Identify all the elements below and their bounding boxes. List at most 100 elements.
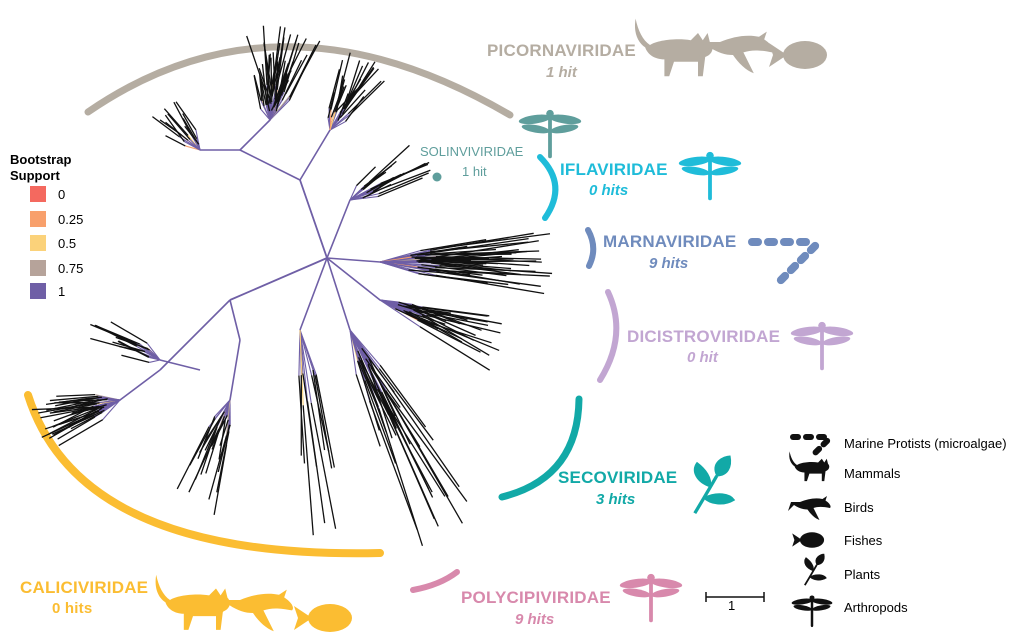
dicistroviridae-arc <box>600 292 616 380</box>
tree-branch <box>327 258 350 330</box>
tree-branch <box>120 370 160 400</box>
tree-leaf <box>152 117 179 137</box>
bird-icon <box>219 590 293 632</box>
legend-item: 0.5 <box>30 235 76 251</box>
tree-branch <box>327 258 380 300</box>
tree-branch <box>327 258 380 262</box>
tree-branch <box>149 360 160 362</box>
tree-leaf <box>316 374 334 467</box>
legend-swatch <box>30 235 46 251</box>
tree-leaf <box>166 136 186 146</box>
host-label: Arthropods <box>844 600 908 615</box>
solinviviridae-marker <box>433 173 442 182</box>
dragonfly-icon <box>518 110 582 158</box>
tree-branch <box>230 340 240 400</box>
caliciviridae-label: CALICIVIRIDAE <box>20 578 148 598</box>
legend-swatch <box>30 283 46 299</box>
iflaviridae-hits: 0 hits <box>589 182 628 199</box>
tree-leaf <box>56 395 95 397</box>
host-legend-item: Birds <box>840 494 874 520</box>
cat-icon <box>635 19 713 77</box>
host-label: Mammals <box>844 466 900 481</box>
tree-leaf <box>121 355 149 362</box>
legend-item: 1 <box>30 283 65 299</box>
protist-chain-icon <box>748 238 821 286</box>
tree-leaf-tips <box>32 26 552 546</box>
legend-swatch <box>30 260 46 276</box>
caliciviridae-hits: 0 hits <box>52 600 92 617</box>
tree-branch <box>300 130 330 180</box>
secoviridae-hits: 3 hits <box>596 491 635 508</box>
tree-leaf <box>303 405 313 535</box>
cat-icon <box>789 451 829 481</box>
host-legend-item: Fishes <box>840 527 882 553</box>
legend-label: 0.75 <box>58 261 83 276</box>
dicistroviridae-label: DICISTROVIRIDAE <box>627 327 780 347</box>
dragonfly-icon <box>790 322 854 370</box>
legend-title-line: Support <box>10 168 71 184</box>
polycipiviridae-arc <box>413 572 457 590</box>
bird-icon <box>788 496 831 520</box>
fish-icon <box>792 532 824 547</box>
legend-item: 0.25 <box>30 211 83 227</box>
cat-icon <box>156 575 230 630</box>
host-label: Plants <box>844 567 880 582</box>
picornaviridae-host-icons <box>635 19 827 77</box>
legend-swatch <box>30 186 46 202</box>
polycipiviridae-label: POLYCIPIVIRIDAE <box>461 588 611 608</box>
host-label: Fishes <box>844 533 882 548</box>
dragonfly-icon <box>619 574 683 622</box>
tree-branch <box>230 300 240 340</box>
iflaviridae-label: IFLAVIRIDAE <box>560 160 668 180</box>
host-legend-item: Mammals <box>840 460 900 486</box>
host-label: Birds <box>844 500 874 515</box>
polycipiviridae-hits: 9 hits <box>515 611 554 628</box>
plant-icon <box>805 554 827 585</box>
caliciviridae-host-icons <box>156 575 352 632</box>
tree-leaf <box>433 261 537 262</box>
marnaviridae-hits: 9 hits <box>649 255 688 272</box>
tree-branch <box>327 200 350 258</box>
host-legend-item: Plants <box>840 561 880 587</box>
tree-branch <box>230 258 327 300</box>
dragonfly-icon <box>678 152 742 200</box>
host-legend-icons <box>788 434 833 627</box>
scale-bar-label: 1 <box>728 598 735 613</box>
legend-label: 1 <box>58 284 65 299</box>
dicistroviridae-hits: 0 hit <box>687 349 718 366</box>
legend-item: 0 <box>30 186 65 202</box>
protist-chain-icon <box>790 434 831 457</box>
tree-branches <box>90 84 443 444</box>
host-legend-item: Arthropods <box>840 594 908 620</box>
picornaviridae-label: PICORNAVIRIDAE <box>487 41 636 61</box>
bootstrap-legend-title: Bootstrap Support <box>10 152 71 184</box>
marnaviridae-label: MARNAVIRIDAE <box>603 232 736 252</box>
caliciviridae-arc <box>28 395 380 553</box>
marnaviridae-arc <box>588 230 593 266</box>
tree-leaf <box>369 145 409 182</box>
tree-branch <box>160 300 230 370</box>
legend-item: 0.75 <box>30 260 83 276</box>
solinviviridae-label: SOLINVIVIRIDAE <box>420 144 523 159</box>
picornaviridae-hits: 1 hit <box>546 64 577 81</box>
legend-swatch <box>30 211 46 227</box>
legend-title-line: Bootstrap <box>10 152 71 168</box>
host-legend-item: Marine Protists (microalgae) <box>840 430 1007 456</box>
solinviviridae-hits: 1 hit <box>462 164 487 179</box>
tree-leaf <box>357 167 376 186</box>
legend-label: 0.25 <box>58 212 83 227</box>
fish-icon <box>294 604 352 632</box>
tree-leaf <box>315 375 332 468</box>
legend-label: 0.5 <box>58 236 76 251</box>
host-label: Marine Protists (microalgae) <box>844 436 1007 451</box>
tree-leaf <box>420 327 490 370</box>
plant-icon <box>694 456 734 513</box>
dragonfly-icon <box>791 595 832 627</box>
iflaviridae-arc <box>540 157 555 218</box>
tree-leaf <box>183 114 197 139</box>
tree-branch <box>300 180 327 258</box>
fish-icon <box>769 41 827 69</box>
tree-branch <box>240 120 270 150</box>
legend-label: 0 <box>58 187 65 202</box>
secoviridae-label: SECOVIRIDAE <box>558 468 677 488</box>
